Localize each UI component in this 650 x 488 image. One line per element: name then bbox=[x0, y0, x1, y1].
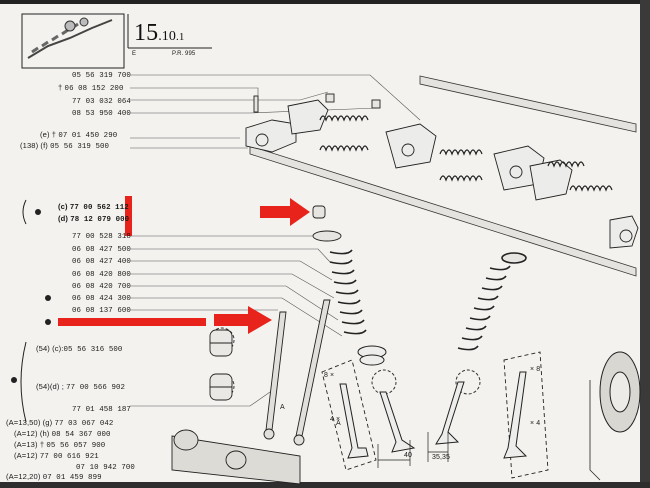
leader-lines bbox=[130, 74, 421, 407]
valve-keepers bbox=[253, 93, 381, 242]
part-row: (c) 77 00 562 112 bbox=[58, 202, 129, 212]
pr-reference: P.R. 995 bbox=[172, 51, 196, 57]
section-number: 15.10.1 bbox=[134, 20, 184, 47]
part-row: 08 53 950 400 bbox=[72, 110, 131, 118]
part-row: 77 03 032 064 bbox=[72, 98, 131, 106]
dimension-label-35: 35,35 bbox=[432, 454, 451, 461]
red-arrow-lower bbox=[214, 306, 272, 334]
red-underline-mark bbox=[58, 318, 206, 326]
part-row: (A=12) (h) 08 54 367 000 bbox=[14, 429, 111, 439]
part-row: (54) (c):05 56 316 500 bbox=[36, 344, 123, 354]
qty-label-8x-left: 8 × bbox=[324, 372, 335, 379]
valve-spring-outer bbox=[329, 249, 367, 335]
part-row: 77 01 458 187 bbox=[72, 406, 131, 414]
part-row: (d) 78 12 079 000 bbox=[58, 214, 130, 224]
label-a-left: A bbox=[280, 404, 285, 411]
timing-gear bbox=[599, 351, 641, 433]
part-row: (e) † 07 01 450 290 bbox=[40, 130, 118, 140]
valve-box-exhaust bbox=[503, 351, 549, 479]
part-row: (138) (f) 05 56 319 500 bbox=[20, 141, 110, 151]
part-row: (A=12,20) 07 01 459 899 bbox=[6, 472, 102, 482]
part-row: (54)(d) ; 77 00 566 902 bbox=[36, 382, 126, 392]
qty-label-4x-left: 4 × bbox=[330, 416, 341, 423]
section-major: 15 bbox=[134, 20, 159, 46]
part-row: 77 00 528 318 bbox=[72, 233, 131, 241]
camshaft bbox=[171, 429, 301, 485]
part-row: 06 08 427 400 bbox=[72, 258, 131, 266]
qty-label-8x-right: × 8 bbox=[530, 366, 541, 373]
spring-seat bbox=[357, 345, 387, 366]
edition-letter: E bbox=[132, 51, 137, 57]
part-row: 06 08 427 500 bbox=[72, 246, 131, 254]
red-arrow-upper bbox=[260, 198, 310, 226]
part-row: 06 08 137 600 bbox=[72, 307, 131, 315]
detail-circle bbox=[371, 369, 397, 395]
part-row: (A=13,50) (g) 77 03 067 042 bbox=[6, 418, 114, 428]
qty-label-4x-right: × 4 bbox=[530, 420, 541, 427]
rocker-arms bbox=[245, 99, 639, 249]
part-row: 06 08 424 300 bbox=[72, 295, 131, 303]
shaft-springs bbox=[319, 115, 613, 192]
part-row: † 06 08 152 200 bbox=[58, 83, 124, 93]
dimension-label-40: 40 bbox=[404, 452, 412, 459]
guide-sleeves bbox=[209, 329, 233, 401]
part-row: (A=13) † 05 56 057 900 bbox=[14, 440, 106, 450]
symbol-glyphs bbox=[11, 199, 51, 423]
part-row: 05 56 319 700 bbox=[72, 72, 131, 80]
section-sub: .10 bbox=[158, 29, 177, 44]
rocker-shaft-lower bbox=[249, 145, 637, 277]
part-row: (A=12) 77 00 616 921 bbox=[14, 451, 99, 461]
section-page: .1 bbox=[176, 31, 185, 43]
dimension-lines bbox=[377, 432, 449, 468]
thumbnail-icon bbox=[21, 13, 125, 69]
part-row: 07 10 942 700 bbox=[76, 464, 135, 472]
red-bracket-mark bbox=[125, 196, 132, 236]
valve-spring-right bbox=[457, 252, 527, 351]
valves bbox=[339, 371, 528, 459]
detail-circle-right bbox=[455, 369, 481, 395]
valve-box-intake bbox=[321, 359, 377, 471]
label-a-right: A bbox=[336, 420, 341, 427]
red-annotations bbox=[58, 196, 310, 334]
part-row: 06 08 420 700 bbox=[72, 283, 131, 291]
rocker-shaft-top bbox=[419, 75, 637, 133]
part-row: 06 08 420 800 bbox=[72, 271, 131, 279]
pushrods bbox=[263, 299, 331, 446]
